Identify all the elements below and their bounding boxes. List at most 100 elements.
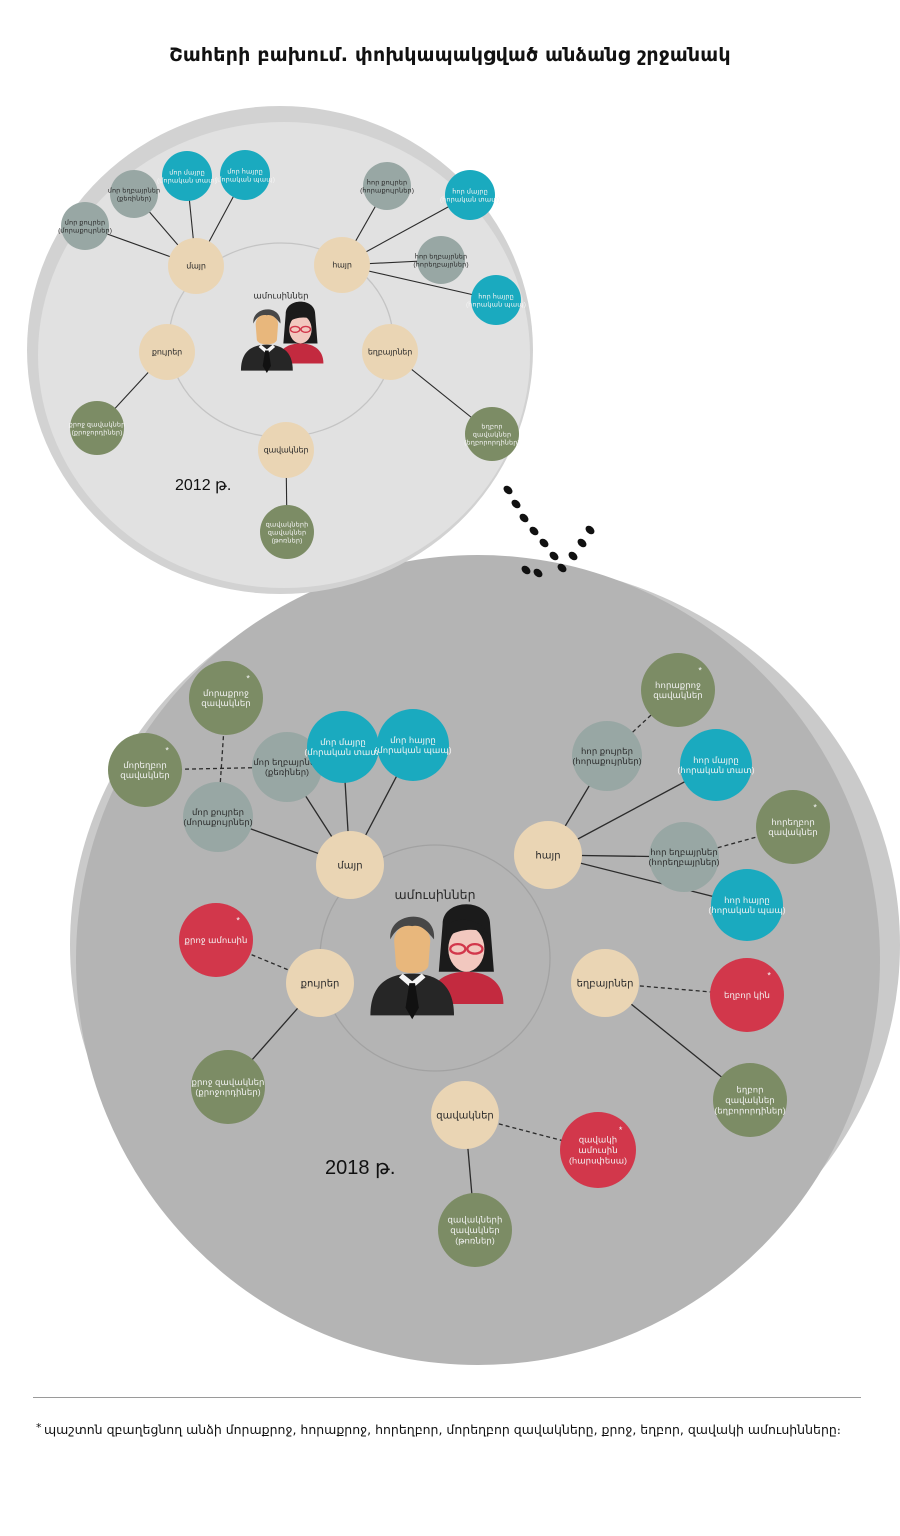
node-label: քրոջ ամուսին bbox=[185, 935, 248, 945]
connector-dot bbox=[529, 526, 539, 536]
node-label: մոր քույրեր(մորաքույրներ) bbox=[183, 807, 252, 827]
connector-dot bbox=[511, 499, 521, 509]
node-f_brothers: հոր եղբայրներ(հորեղբայրներ) bbox=[413, 236, 469, 284]
node-father: հայր bbox=[514, 821, 582, 889]
node-label: մոր հայրը(մորական պապ) bbox=[374, 735, 451, 755]
glasses-right-icon bbox=[466, 943, 484, 955]
node-circle bbox=[641, 653, 715, 727]
connector-dots bbox=[503, 485, 595, 578]
node-m_father: մոր հայրը(մորական պապ) bbox=[215, 150, 275, 200]
node-label-line: հորեղբոր bbox=[771, 817, 815, 827]
node-label-line: հայր bbox=[332, 261, 352, 270]
node-circle bbox=[286, 949, 354, 1017]
node-label-line: եղբայրներ bbox=[368, 348, 412, 357]
man-face bbox=[394, 924, 431, 974]
node-label-line: հոր մայրը bbox=[452, 187, 488, 195]
node-circle bbox=[307, 711, 379, 783]
node-sisters: քույրեր bbox=[139, 324, 195, 380]
node-label: հայր bbox=[332, 261, 352, 270]
node-label-line: հայր bbox=[535, 851, 560, 862]
relations-diagram: մայր հայր զավակներ քույրեր եղբայրներ մոր քույ… bbox=[27, 106, 900, 1365]
node-label-line: զավակներ bbox=[725, 1095, 774, 1105]
node-label-line: (մորաքույրներ) bbox=[183, 817, 252, 827]
node-label-line: մորաքրոջ bbox=[203, 688, 249, 698]
node-circle bbox=[179, 903, 253, 977]
node-circle bbox=[363, 162, 411, 210]
node-star: * bbox=[813, 802, 817, 812]
node-f_sisters: հոր քույրեր(հորաքույրներ) bbox=[360, 162, 414, 210]
node-f_brothers: հոր եղբայրներ(հորեղբայրներ) bbox=[649, 822, 720, 892]
node-label: մոր մայրը(մորական տատ) bbox=[157, 168, 217, 184]
node-label: եղբոր կին bbox=[724, 990, 770, 1000]
node-label: հոր հայրը(հորական պապ) bbox=[466, 292, 526, 308]
connector-dot bbox=[568, 551, 578, 561]
node-label: հայր bbox=[535, 851, 560, 862]
node-label-line: (քրոջորդիներ) bbox=[72, 428, 123, 436]
node-father: հայր bbox=[314, 237, 370, 293]
node-label: մոր հայրը(մորական պապ) bbox=[215, 167, 275, 183]
year-label: 2018 թ. bbox=[325, 1157, 395, 1179]
node-brothers: եղբայրներ bbox=[362, 324, 418, 380]
node-label-line: (հորական պապ) bbox=[466, 300, 526, 308]
node-label: քրոջ զավակներ(քրոջորդիներ) bbox=[69, 420, 126, 436]
node-label-line: հոր մայրը bbox=[693, 755, 739, 765]
node-label-line: եղբոր bbox=[736, 1085, 763, 1095]
node-circle bbox=[191, 1050, 265, 1124]
woman-fringe bbox=[288, 311, 314, 323]
connector-dot bbox=[521, 565, 531, 575]
node-children: զավակներ bbox=[431, 1081, 499, 1149]
node-circle bbox=[438, 1193, 512, 1267]
node-sis_children: քրոջ զավակներ(քրոջորդիներ) bbox=[69, 401, 126, 455]
node-label: հոր եղբայրներ(հորեղբայրներ) bbox=[413, 252, 468, 268]
node-circle bbox=[314, 237, 370, 293]
node-circle bbox=[108, 733, 182, 807]
node-sis_spouse: քրոջ ամուսին* bbox=[179, 903, 253, 977]
node-label-line: (թոռներ) bbox=[272, 536, 303, 544]
node-label-line: եղբայրներ bbox=[577, 979, 634, 990]
man-face bbox=[255, 314, 279, 345]
node-sis_children: քրոջ զավակներ(քրոջորդիներ) bbox=[191, 1050, 265, 1124]
connector-dot bbox=[519, 513, 529, 523]
node-label: քրոջ զավակներ(քրոջորդիներ) bbox=[192, 1077, 265, 1097]
node-label-line: զավակներ bbox=[436, 1111, 494, 1122]
node-bro_spouse: եղբոր կին* bbox=[710, 958, 784, 1032]
node-label-line: (քեռիներ) bbox=[117, 194, 151, 202]
node-circle bbox=[61, 202, 109, 250]
node-label-line: մայր bbox=[186, 262, 206, 271]
node-m_sisters: մոր քույրեր(մորաքույրներ) bbox=[58, 202, 112, 250]
node-label-line: (հորաքույրներ) bbox=[360, 186, 414, 194]
node-label: եղբայրներ bbox=[368, 348, 412, 357]
node-label: քույրեր bbox=[152, 348, 182, 357]
node-label: հոր մայրը(հորական տատ) bbox=[677, 755, 754, 775]
node-label-line: հոր եղբայրներ bbox=[415, 252, 468, 260]
node-brothers: եղբայրներ bbox=[571, 949, 639, 1017]
node-star: * bbox=[619, 1125, 623, 1135]
node-m_father: մոր հայրը(մորական պապ) bbox=[374, 709, 452, 781]
node-label-line: զավակներ bbox=[268, 528, 306, 536]
node-label-line: մոր եղբայրներ bbox=[253, 757, 321, 767]
couple-icon bbox=[240, 301, 324, 373]
page-title: Շահերի բախում. փոխկապակցված անձանց շրջան… bbox=[169, 44, 731, 66]
node-m_sisters: մոր քույրեր(մորաքույրներ) bbox=[183, 782, 253, 852]
tie-icon bbox=[405, 983, 419, 1020]
node-label-line: ամուսին bbox=[578, 1145, 617, 1155]
node-label-line: հոր հայրը bbox=[478, 292, 514, 300]
node-star: * bbox=[698, 665, 702, 675]
node-label-line: (եղբորորդիներ) bbox=[714, 1105, 785, 1115]
node-label-line: հոր հայրը bbox=[724, 895, 770, 905]
node-label-line: եղբոր կին bbox=[724, 990, 770, 1000]
node-f_mother: հոր մայրը(հորական տատ) bbox=[677, 729, 755, 801]
node-label-line: (հորեղբայրներ) bbox=[413, 260, 468, 268]
node-circle bbox=[560, 1112, 636, 1188]
node-label-line: զավակների bbox=[266, 520, 309, 528]
node-label: հոր քույրեր(հորաքույրներ) bbox=[572, 746, 641, 766]
node-sisters: քույրեր bbox=[286, 949, 354, 1017]
year-label: 2012 թ. bbox=[175, 477, 231, 494]
woman-fringe bbox=[446, 919, 489, 938]
glasses-right-icon bbox=[300, 325, 312, 334]
